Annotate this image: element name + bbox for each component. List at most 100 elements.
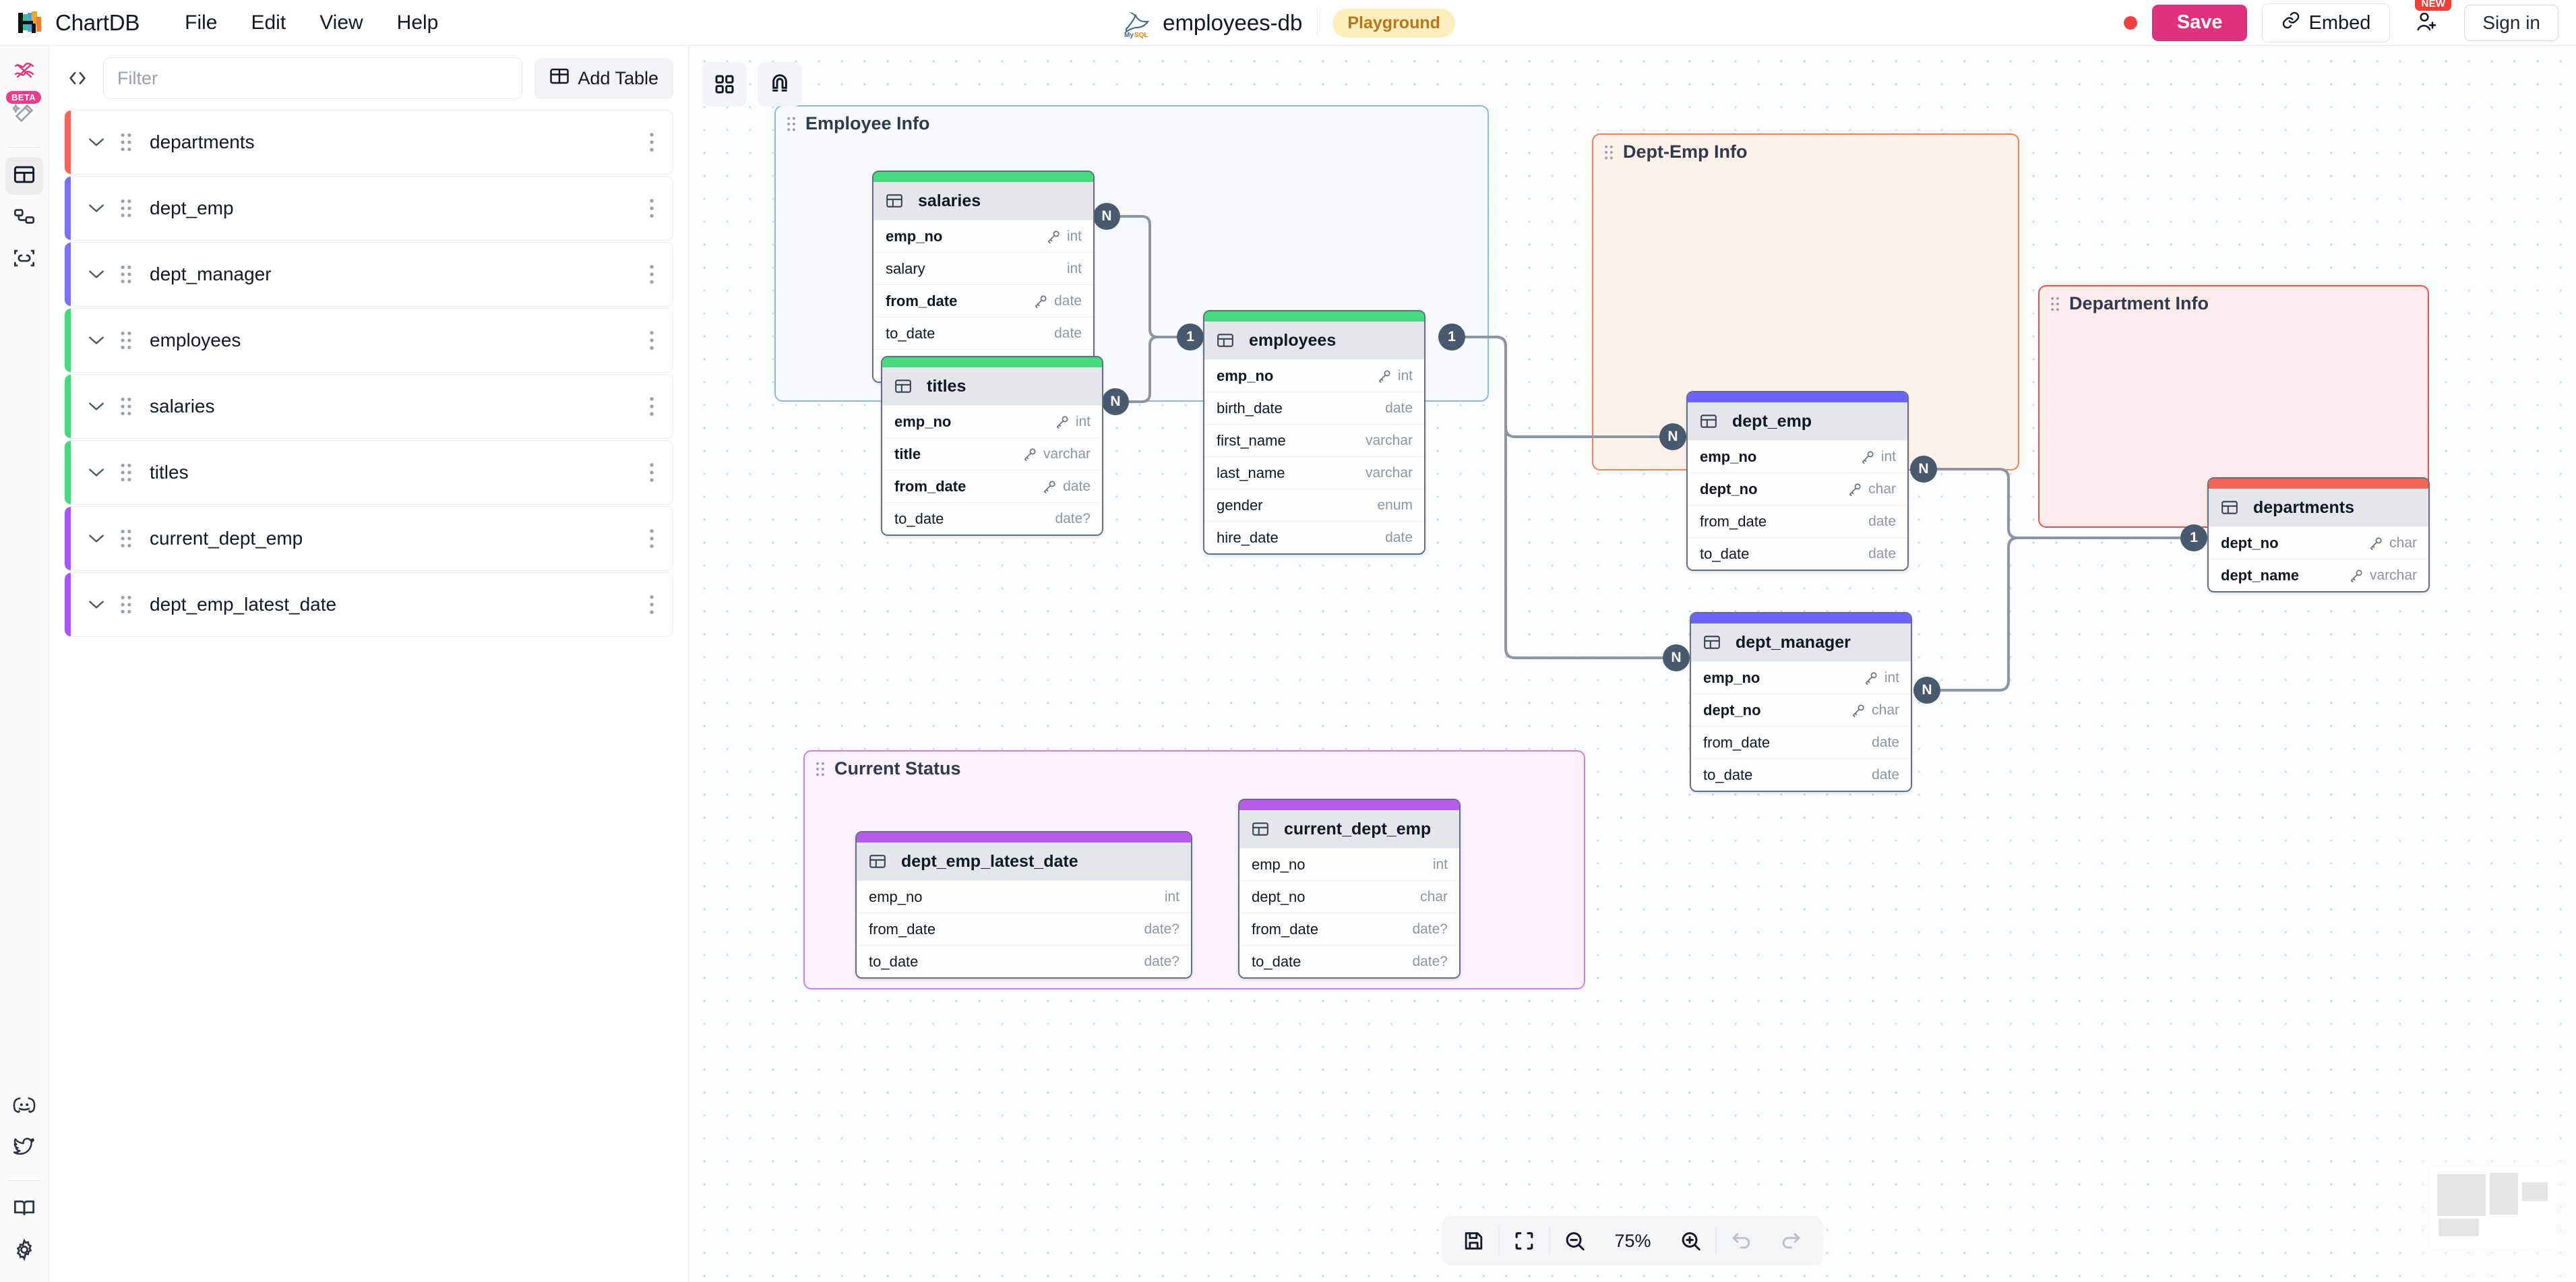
more-options-icon[interactable] xyxy=(648,197,655,219)
table-list-item-titles[interactable]: titles xyxy=(64,440,673,505)
code-collapse-icon[interactable] xyxy=(64,65,91,92)
sidebar-item-magic-ai[interactable]: BETA xyxy=(5,91,43,133)
filter-input[interactable] xyxy=(103,57,523,99)
add-user-button[interactable]: NEW xyxy=(2405,0,2452,40)
drag-grip-icon[interactable] xyxy=(2049,297,2061,311)
more-options-icon[interactable] xyxy=(648,462,655,483)
undo-button[interactable] xyxy=(1717,1216,1767,1266)
menu-help[interactable]: Help xyxy=(396,11,439,34)
sidebar-item-dbml-editor[interactable] xyxy=(5,54,43,92)
drag-grip-icon[interactable] xyxy=(117,595,135,614)
magnet-snap-icon[interactable] xyxy=(758,62,802,106)
drag-grip-icon[interactable] xyxy=(785,117,797,131)
sidebar-item-areas[interactable] xyxy=(5,241,43,278)
sidebar-item-twitter[interactable] xyxy=(5,1129,43,1167)
table-list-item-salaries[interactable]: salaries xyxy=(64,374,673,439)
grid-toggle-icon[interactable] xyxy=(702,62,747,106)
drag-grip-icon[interactable] xyxy=(1603,145,1615,160)
embed-button[interactable]: Embed xyxy=(2262,3,2391,42)
save-button[interactable]: Save xyxy=(2151,5,2248,41)
drag-grip-icon[interactable] xyxy=(117,133,135,152)
diagram-name[interactable]: employees-db xyxy=(1163,10,1303,35)
table-list-item-dept_emp_latest_date[interactable]: dept_emp_latest_date xyxy=(64,572,673,637)
menu-view[interactable]: View xyxy=(319,11,363,34)
table-header[interactable]: current_dept_emp xyxy=(1239,810,1459,848)
menu-file[interactable]: File xyxy=(185,11,218,34)
add-table-button[interactable]: Add Table xyxy=(534,57,673,99)
chevron-down-icon[interactable] xyxy=(85,203,108,214)
more-options-icon[interactable] xyxy=(648,528,655,549)
table-list-item-departments[interactable]: departments xyxy=(64,110,673,175)
table-list-item-dept_manager[interactable]: dept_manager xyxy=(64,242,673,307)
table-header[interactable]: dept_emp xyxy=(1688,402,1907,440)
table-header[interactable]: departments xyxy=(2209,489,2428,526)
save-diagram-button[interactable] xyxy=(1448,1216,1498,1266)
minimap[interactable] xyxy=(2413,1146,2576,1282)
more-options-icon[interactable] xyxy=(648,264,655,285)
more-options-icon[interactable] xyxy=(648,330,655,351)
table-list-item-employees[interactable]: employees xyxy=(64,308,673,373)
drag-grip-icon[interactable] xyxy=(117,199,135,218)
drag-grip-icon[interactable] xyxy=(117,397,135,416)
drag-grip-icon[interactable] xyxy=(117,265,135,284)
table-header[interactable]: dept_emp_latest_date xyxy=(857,843,1191,880)
chevron-down-icon[interactable] xyxy=(85,599,108,610)
chevron-down-icon[interactable] xyxy=(85,335,108,346)
chevron-down-icon[interactable] xyxy=(85,269,108,280)
chevron-down-icon[interactable] xyxy=(85,467,108,478)
drag-grip-icon[interactable] xyxy=(117,529,135,548)
zoom-out-button[interactable] xyxy=(1550,1216,1599,1266)
more-options-icon[interactable] xyxy=(648,131,655,153)
table-header[interactable]: salaries xyxy=(873,182,1093,220)
table-header[interactable]: dept_manager xyxy=(1691,623,1911,661)
sidebar-item-discord[interactable] xyxy=(5,1087,43,1125)
sidebar-item-tables[interactable] xyxy=(5,157,43,195)
redo-button[interactable] xyxy=(1767,1216,1816,1266)
chevron-down-icon[interactable] xyxy=(85,401,108,412)
table-header[interactable]: titles xyxy=(882,367,1102,405)
more-options-icon[interactable] xyxy=(648,396,655,417)
table-header[interactable]: employees xyxy=(1204,322,1424,359)
drag-grip-icon[interactable] xyxy=(117,331,135,350)
table-list-item-dept_emp[interactable]: dept_emp xyxy=(64,176,673,241)
more-options-icon[interactable] xyxy=(648,594,655,615)
drag-grip-icon[interactable] xyxy=(117,463,135,482)
chartdb-logo-icon[interactable] xyxy=(18,10,46,36)
sidebar-item-docs[interactable] xyxy=(5,1190,43,1228)
